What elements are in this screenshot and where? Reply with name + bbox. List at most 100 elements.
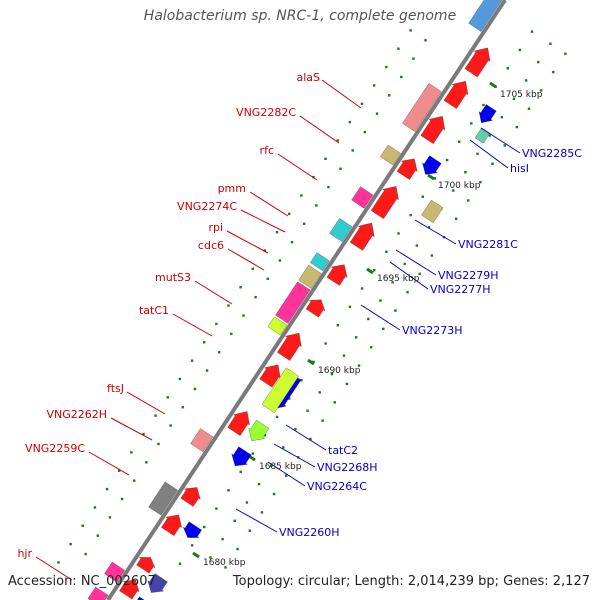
tick-dot	[327, 185, 330, 189]
gene-label-vng2268h[interactable]: VNG2268H	[317, 461, 378, 474]
tick-dot	[315, 204, 318, 207]
tick-dot	[209, 556, 212, 559]
gene-box	[190, 428, 214, 453]
tick-dot	[203, 525, 206, 529]
tick-dot	[348, 120, 352, 124]
tick-dot	[120, 497, 124, 501]
tick-dot	[263, 434, 267, 437]
tick-dot	[445, 158, 449, 162]
tick-dot	[254, 295, 257, 299]
tick-dot	[93, 506, 97, 509]
accession-text: Accession: NC_002607	[8, 574, 156, 589]
gene-label-vng2277h[interactable]: VNG2277H	[430, 283, 491, 296]
gene-box	[420, 116, 446, 144]
gene-label-pmm[interactable]: pmm	[218, 182, 246, 195]
gene-box	[443, 81, 469, 109]
gene-label-alas[interactable]: alaS	[296, 71, 320, 84]
gene-label-rfc[interactable]: rfc	[260, 144, 274, 157]
gene-label-vng2262h[interactable]: VNG2262H	[46, 408, 107, 421]
gene-label-vng2285c[interactable]: VNG2285C	[522, 147, 582, 160]
tick-dot	[360, 102, 364, 105]
leader-line	[110, 417, 153, 441]
gene-label-tatc2[interactable]: tatC2	[328, 444, 358, 457]
tick-dot	[345, 382, 349, 386]
tick-dot	[221, 537, 224, 541]
gene-label-rpi[interactable]: rpi	[208, 221, 223, 234]
gene-box	[396, 158, 418, 180]
gene-box	[261, 367, 299, 413]
leader-line	[267, 461, 306, 487]
tick-dot	[275, 415, 279, 419]
tick-dot	[282, 446, 285, 449]
tick-dot	[537, 60, 540, 64]
gene-label-vng2282c[interactable]: VNG2282C	[236, 106, 296, 119]
tick-dot	[412, 57, 415, 60]
tick-dot	[354, 336, 358, 339]
tick-dot	[409, 213, 412, 217]
gene-label-vng2260h[interactable]: VNG2260H	[279, 526, 340, 539]
tick-dot	[294, 427, 297, 431]
leader-line	[285, 424, 327, 451]
gene-label-vng2264c[interactable]: VNG2264C	[307, 480, 367, 493]
gene-box	[421, 199, 444, 223]
tick-dot	[530, 30, 534, 33]
gene-label-vng2281c[interactable]: VNG2281C	[458, 238, 518, 251]
tick-dot	[217, 351, 221, 354]
gene-label-vng2279h[interactable]: VNG2279H	[438, 269, 499, 282]
tick-dot	[351, 149, 354, 152]
scale-label-1680: 1680 kbp	[203, 558, 246, 568]
gene-label-vng2273h[interactable]: VNG2273H	[402, 324, 463, 337]
tick-dot	[379, 299, 382, 302]
tick-dot	[239, 470, 242, 474]
tick-dot	[260, 511, 264, 514]
gene-label-hisi[interactable]: hisI	[510, 162, 529, 175]
gene-box	[248, 419, 270, 442]
tick-dot	[215, 322, 218, 326]
tick-dot	[242, 314, 245, 317]
gene-box	[380, 144, 401, 166]
tick-dot	[96, 534, 99, 537]
tick-dot	[375, 112, 379, 115]
tick-dot	[488, 134, 491, 137]
scale-label-1685: 1685 kbp	[259, 462, 302, 472]
gene-label-ftsj[interactable]: ftsJ	[107, 382, 124, 395]
tick-dot	[430, 254, 434, 257]
gene-box	[161, 514, 182, 536]
leader-line	[321, 79, 362, 109]
leader-line	[299, 115, 340, 144]
gene-label-hjr[interactable]: hjr	[17, 547, 32, 560]
tick-dot	[190, 544, 194, 547]
tick-dot	[458, 140, 461, 143]
tick-dot	[424, 39, 427, 42]
tick-dot	[385, 65, 388, 69]
gene-box	[119, 579, 140, 600]
tick-dot	[227, 304, 230, 307]
tick-dot	[81, 524, 84, 527]
leader-line	[414, 219, 457, 245]
tick-dot	[251, 267, 254, 271]
gene-label-muts3[interactable]: mutS3	[155, 271, 191, 284]
tick-dot	[363, 130, 367, 134]
tick-dot	[506, 67, 509, 70]
tick-dot	[385, 250, 388, 253]
tick-dot	[479, 180, 482, 184]
gene-label-vng2274c[interactable]: VNG2274C	[177, 200, 237, 213]
tick-dot	[357, 364, 361, 367]
gene-label-cdc6[interactable]: cdc6	[198, 239, 224, 252]
gene-label-vng2259c[interactable]: VNG2259C	[25, 442, 85, 455]
gene-box	[180, 487, 201, 507]
tick-dot	[266, 277, 269, 281]
tick-dot	[518, 48, 522, 52]
tick-dot	[467, 199, 470, 202]
tick-dot	[336, 139, 339, 142]
tick-dot	[397, 47, 400, 50]
leader-line	[88, 451, 130, 476]
tick-dot	[515, 125, 519, 129]
gene-box	[468, 0, 503, 32]
gene-box	[351, 186, 374, 209]
tick-dot	[133, 479, 136, 482]
gene-box	[310, 252, 330, 272]
leader-line	[194, 280, 233, 305]
tick-dot	[400, 75, 403, 79]
gene-label-tatc1[interactable]: tatC1	[139, 304, 169, 317]
